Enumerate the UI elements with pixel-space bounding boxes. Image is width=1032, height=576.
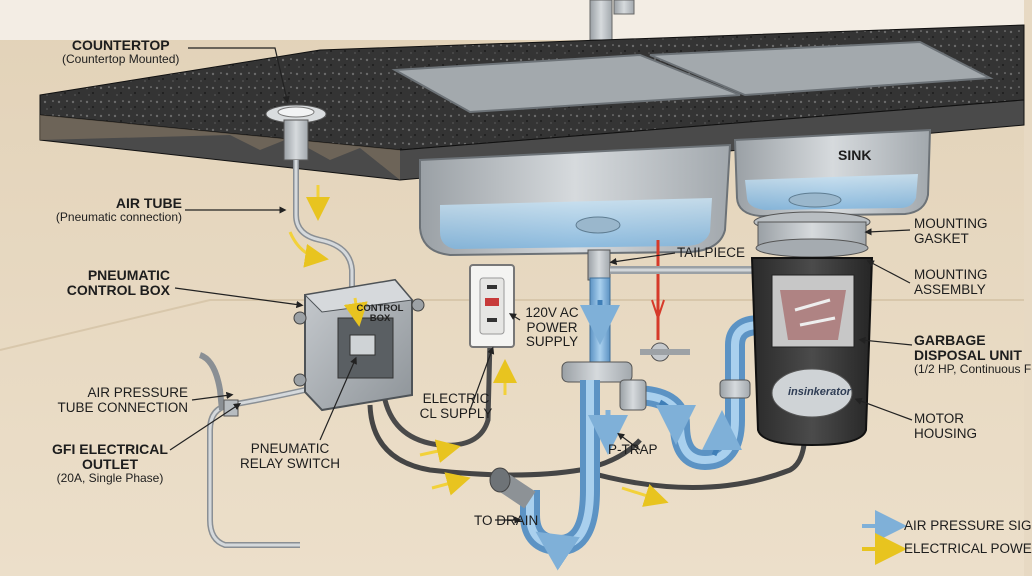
legend-air: AIR PRESSURE SIG (904, 518, 1032, 534)
control-box (293, 278, 425, 412)
control-box-plate: CONTROL BOX (350, 304, 410, 324)
gfi-sub: (20A, Single Phase) (56, 471, 164, 486)
label-motor-housing: MOTOR HOUSING (914, 411, 978, 441)
ma-line1: MOUNTING (914, 267, 988, 282)
mh-line2: HOUSING (914, 425, 978, 441)
garbage-disposal (750, 211, 874, 447)
prs-line2: RELAY SWITCH (240, 455, 341, 471)
countertop-sub: (Countertop Mounted) (62, 52, 180, 67)
gdu-line2: DISPOSAL UNIT (914, 347, 1022, 364)
faucet (589, 0, 635, 41)
pcb-line1: PNEUMATIC (87, 267, 170, 283)
p-trap-text: P-TRAP (608, 442, 658, 457)
label-countertop: COUNTERTOP (Countertop Mounted) (62, 37, 180, 67)
legend-air-label: AIR PRESSURE SIG (904, 518, 1032, 533)
pcb-line2: CONTROL BOX (66, 282, 170, 299)
es-line2: CL SUPPLY (419, 405, 493, 421)
left-sink-bowl (419, 143, 732, 257)
legend-swatches (862, 510, 907, 565)
gfi-line2: OUTLET (82, 456, 138, 473)
air-flow-arrows (535, 300, 742, 571)
right-sink-bowl (733, 128, 932, 218)
mg-line1: MOUNTING (914, 216, 988, 231)
to-drain-text: TO DRAIN (474, 513, 539, 528)
label-pneumatic-relay-switch: PNEUMATIC RELAY SWITCH (240, 441, 341, 471)
label-gfi-outlet: GFI ELECTRICAL OUTLET (20A, Single Phase… (50, 441, 170, 486)
disposal-brand: insinkerator (788, 386, 851, 398)
label-garbage-disposal-unit: GARBAGE DISPOSAL UNIT (1/2 HP, Continuou… (914, 332, 1032, 377)
label-air-tube: AIR TUBE (Pneumatic connection) (40, 195, 182, 225)
legend-power: ELECTRICAL POWE (904, 541, 1032, 557)
label-power-supply: 120V AC POWER SUPPLY (520, 305, 584, 350)
label-air-pressure-tube-connection: AIR PRESSURE TUBE CONNECTION (40, 385, 188, 415)
control-box-line2: BOX (369, 312, 391, 324)
prs-line1: PNEUMATIC (250, 441, 330, 456)
mh-line1: MOTOR (914, 411, 964, 426)
countertop-title: COUNTERTOP (71, 37, 170, 53)
ps-line1: 120V AC (525, 305, 579, 320)
aptc-line2: TUBE CONNECTION (57, 399, 188, 415)
air-tube-sub: (Pneumatic connection) (55, 210, 182, 225)
gfi-outlet (469, 264, 515, 348)
tailpiece-text: TAILPIECE (677, 245, 746, 260)
sink-openings (391, 40, 994, 114)
sink-text: SINK (838, 147, 872, 163)
mg-line2: GASKET (914, 230, 969, 246)
leader-lines (169, 47, 913, 524)
gdu-sub: (1/2 HP, Continuous F (914, 362, 1032, 377)
aptc-line1: AIR PRESSURE (87, 385, 188, 400)
air-button (265, 104, 327, 161)
label-to-drain: TO DRAIN (474, 513, 539, 529)
power-flow-arrows (288, 185, 669, 507)
gdu-line1: GARBAGE (914, 332, 986, 348)
air-tube-title: AIR TUBE (115, 195, 182, 211)
control-box-line1: CONTROL (356, 303, 404, 314)
label-mounting-assembly: MOUNTING ASSEMBLY (914, 267, 988, 297)
label-electric-supply: ELECTRIC CL SUPPLY (416, 391, 496, 421)
gfi-line1: GFI ELECTRICAL (52, 441, 168, 457)
legend-power-label: ELECTRICAL POWE (904, 541, 1032, 556)
ma-line2: ASSEMBLY (914, 281, 986, 297)
label-mounting-gasket: MOUNTING GASKET (914, 216, 988, 246)
es-line1: ELECTRIC (422, 391, 490, 406)
ps-line2: POWER (526, 319, 578, 335)
ps-line3: SUPPLY (525, 334, 579, 350)
label-sink: SINK (838, 147, 872, 163)
label-tailpiece: TAILPIECE (677, 245, 746, 261)
label-p-trap: P-TRAP (608, 442, 658, 458)
label-pneumatic-control-box: PNEUMATIC CONTROL BOX (40, 267, 170, 299)
